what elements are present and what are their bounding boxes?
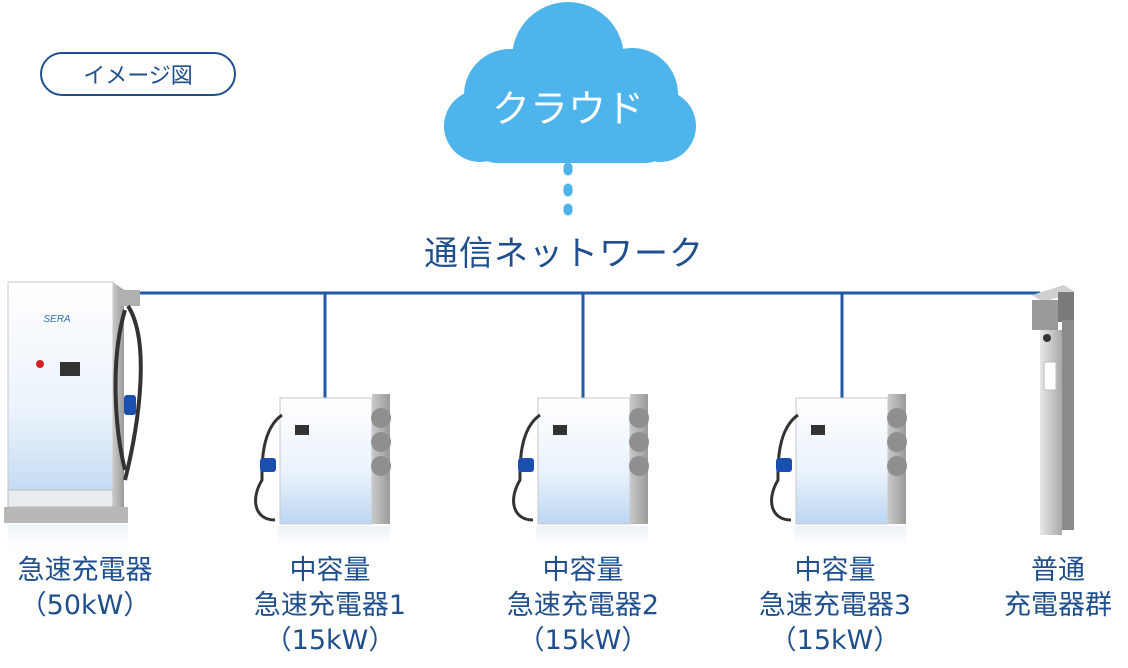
mid-charger-2-icon bbox=[512, 394, 649, 554]
charger-caption-2: 中容量 急速充電器2 （15kW） bbox=[493, 553, 673, 658]
charger-caption-4: 普通 充電器群 bbox=[988, 553, 1128, 623]
network-label: 通信ネットワーク bbox=[424, 234, 704, 274]
caption-line: 中容量 bbox=[794, 555, 876, 586]
charger-caption-1: 中容量 急速充電器1 （15kW） bbox=[240, 553, 420, 658]
mid-charger-3-icon bbox=[770, 394, 907, 554]
caption-line: 急速充電器1 bbox=[253, 590, 407, 621]
caption-line: （15kW） bbox=[264, 625, 396, 656]
caption-line: 急速充電器3 bbox=[758, 590, 912, 621]
svg-text:SERA: SERA bbox=[43, 314, 71, 325]
caption-line: 普通 bbox=[1031, 555, 1085, 586]
caption-line: （15kW） bbox=[769, 625, 901, 656]
image-badge-label: イメージ図 bbox=[83, 64, 193, 89]
mid-charger-1-icon bbox=[254, 394, 391, 554]
caption-line: （15kW） bbox=[517, 625, 649, 656]
cloud-icon bbox=[444, 2, 696, 163]
caption-line: 急速充電器2 bbox=[506, 590, 660, 621]
charger-caption-3: 中容量 急速充電器3 （15kW） bbox=[745, 553, 925, 658]
fast-charger-50kw-icon: SERA bbox=[4, 281, 143, 555]
charger-caption-0: 急速充電器 （50kW） bbox=[0, 553, 170, 623]
image-badge: イメージ図 bbox=[40, 52, 236, 96]
caption-line: 急速充電器 bbox=[17, 555, 153, 586]
caption-line: 充電器群 bbox=[1004, 590, 1112, 621]
cloud-label: クラウド bbox=[491, 87, 644, 131]
normal-charger-post-icon bbox=[1032, 285, 1075, 535]
caption-line: 中容量 bbox=[542, 555, 624, 586]
caption-line: （50kW） bbox=[19, 590, 151, 621]
caption-line: 中容量 bbox=[289, 555, 371, 586]
network-lines bbox=[135, 291, 1040, 398]
